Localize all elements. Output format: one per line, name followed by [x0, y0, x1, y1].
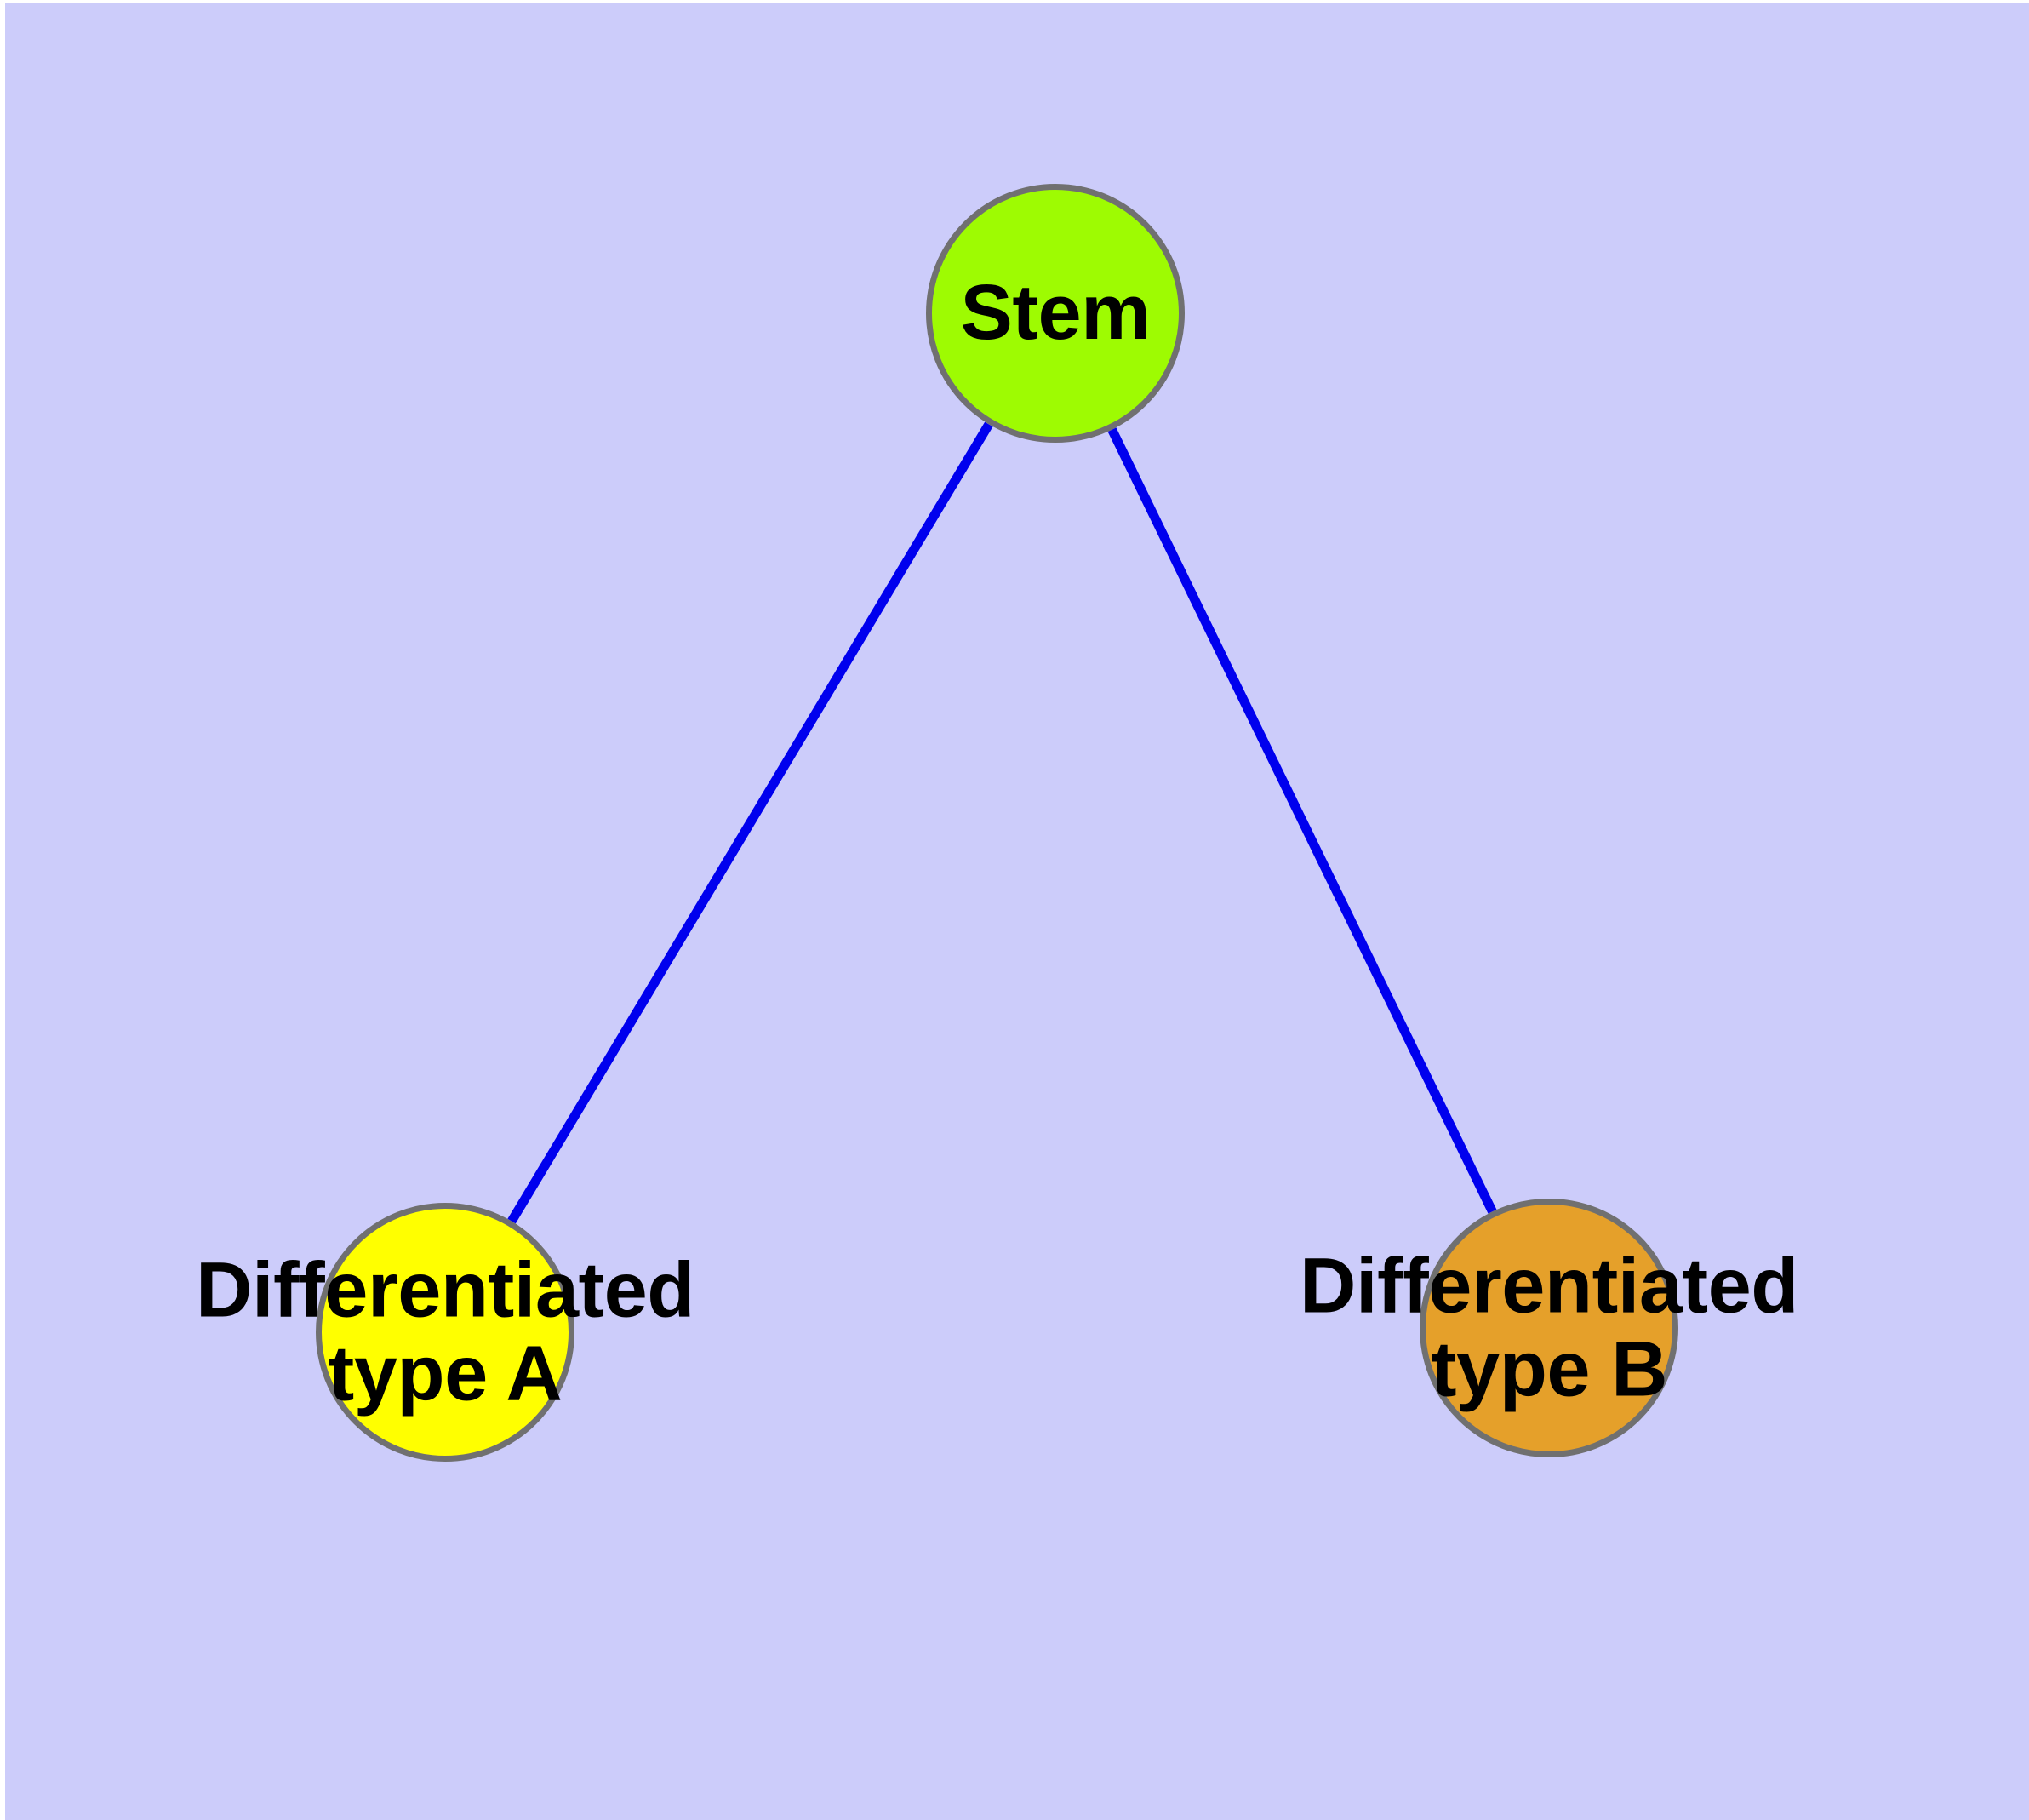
node-differentiated-type-b[interactable]: Differentiated type B — [1300, 1199, 1798, 1457]
node-differentiated-type-a[interactable]: Differentiated type A — [196, 1203, 694, 1462]
node-stem-label-line-1: Stem — [960, 269, 1151, 357]
node-stem[interactable]: Stem — [926, 184, 1185, 443]
node-stem-label: Stem — [961, 272, 1151, 355]
edge-stem-to-diff-a[interactable] — [507, 421, 993, 1224]
edge-layer — [507, 421, 1497, 1224]
graph-canvas: Stem Differentiated type A Differentiate… — [5, 3, 2029, 1820]
edge-stem-to-diff-b[interactable] — [1107, 427, 1497, 1214]
